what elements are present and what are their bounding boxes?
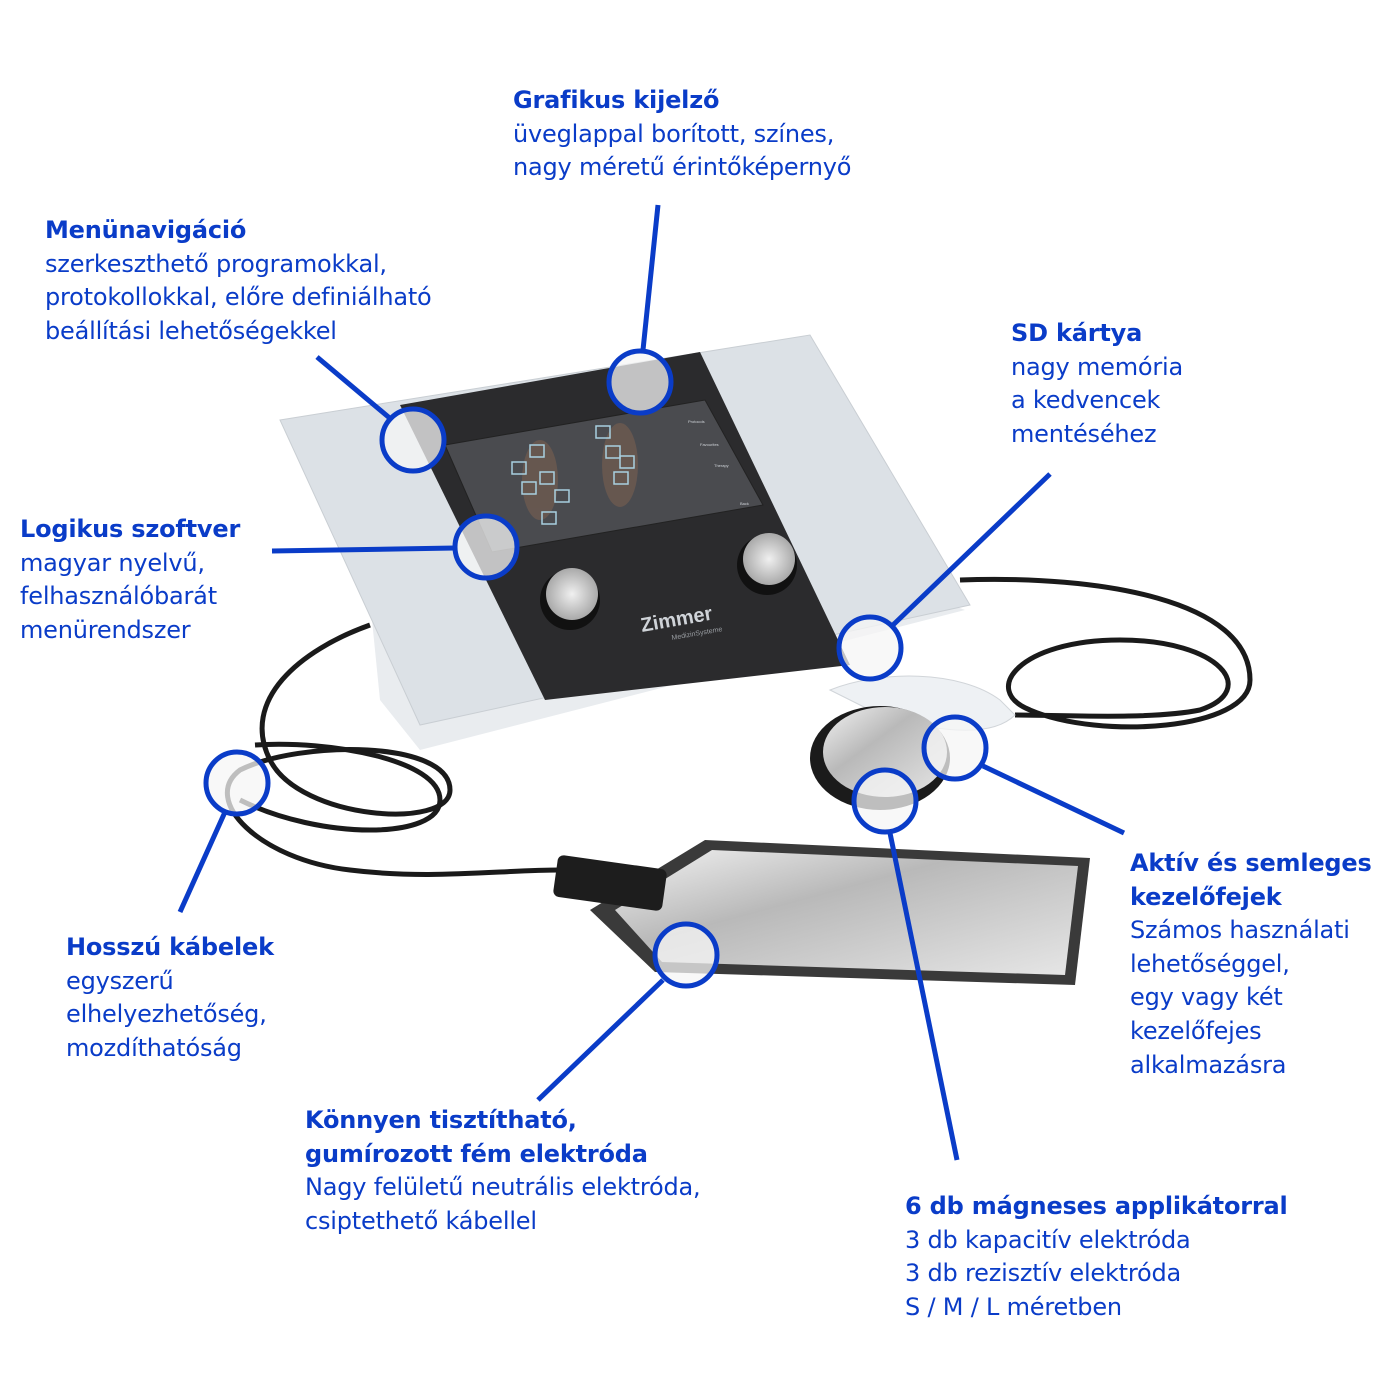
callout-sd-card: SD kártya nagy memória a kedvencek menté… [1011,319,1184,448]
callout-display: Grafikus kijelző üveglappal borított, sz… [513,86,852,182]
svg-text:Back: Back [740,501,749,506]
callout-applicators: 6 db mágneses applikátorral 3 db kapacit… [905,1192,1288,1321]
callout-software: Logikus szoftver magyar nyelvű, felhaszn… [20,515,241,644]
svg-text:Therapy: Therapy [714,463,729,468]
svg-text:Favourites: Favourites [700,442,719,447]
cables [225,576,1253,877]
callout-menu-navigation: Menünavigáció szerkeszthető programokkal… [45,216,432,345]
cable-clip [553,855,667,911]
callout-cables: Hosszú kábelek egyszerű elhelyezhetőség,… [66,933,274,1062]
leader-lines [177,204,1126,1161]
callout-treatment-heads: Aktív és semleges kezelőfejek Számos has… [1130,849,1372,1079]
highlight-circles [203,348,989,989]
callout-electrode: Könnyen tisztítható, gumírozott fém elek… [305,1106,701,1235]
svg-text:Protocols: Protocols [688,419,705,424]
zone-markers [511,425,635,525]
